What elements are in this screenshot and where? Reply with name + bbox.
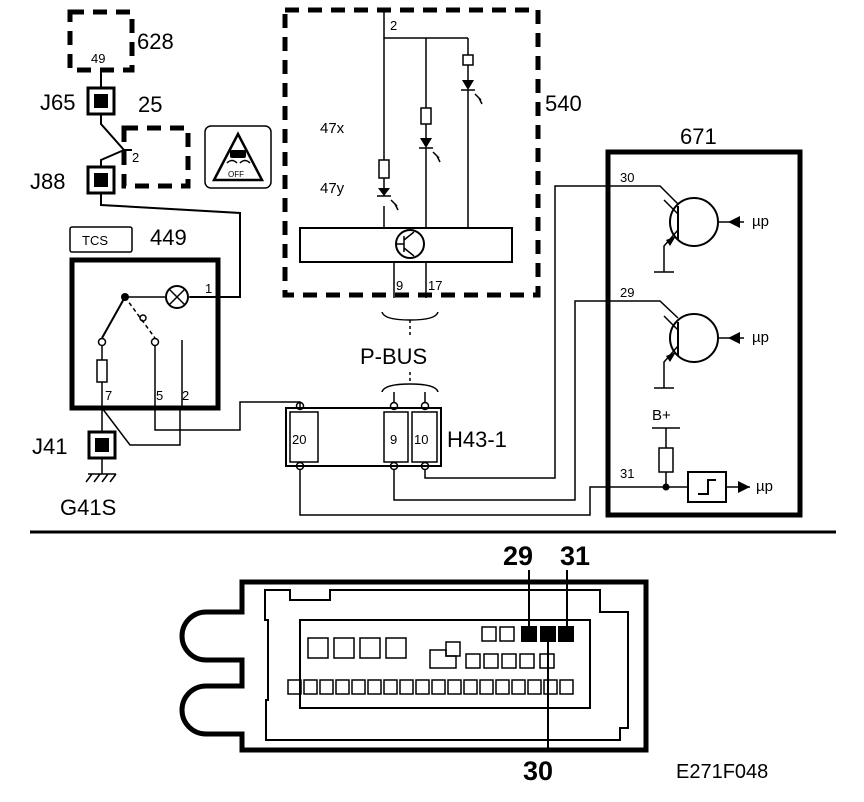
led-47y-label: 47y xyxy=(320,180,345,197)
pin-9-h43-label: 9 xyxy=(390,432,397,447)
pbus-bundle: P-BUS xyxy=(360,311,439,393)
pin-49-label: 49 xyxy=(91,51,105,66)
pin-31-671-label: 31 xyxy=(620,466,634,481)
tcs-label-box: TCS xyxy=(69,226,133,253)
led-47x-label: 47x xyxy=(320,120,345,137)
component-540-label: 540 xyxy=(545,91,582,116)
up-3-label: µp xyxy=(756,478,773,495)
tcs-label: TCS xyxy=(82,233,108,248)
connector-pin-29-label: 29 xyxy=(503,541,533,571)
pin-2-540-label: 2 xyxy=(390,18,397,33)
bplus-label: B+ xyxy=(652,407,671,424)
component-540: 540 2 47x 47y 9 17 xyxy=(282,7,582,298)
pin-1-449-label: 1 xyxy=(205,281,212,296)
component-671-label: 671 xyxy=(680,124,717,149)
connector-j65-label: J65 xyxy=(40,90,75,115)
component-449-label: 449 xyxy=(150,225,187,250)
component-671: 671 30 29 31 µp µp B+ µp xyxy=(605,124,803,518)
connector-j41: J41 xyxy=(32,430,117,460)
pbus-label: P-BUS xyxy=(360,344,427,369)
ground-g41s: G41S xyxy=(60,458,117,520)
pin-20-label: 20 xyxy=(292,432,306,447)
pin-17-540-label: 17 xyxy=(428,278,442,293)
component-628-label: 628 xyxy=(137,29,174,54)
component-628: 628 49 xyxy=(67,9,174,73)
component-449: 449 1 7 5 2 xyxy=(69,225,221,411)
connector-h43-1-label: H43-1 xyxy=(447,427,507,452)
ecu-connector-view: 29 31 30 xyxy=(179,541,649,786)
pin-9-540-label: 9 xyxy=(396,278,403,293)
pin-2-25-label: 2 xyxy=(132,150,139,165)
connector-j41-label: J41 xyxy=(32,434,67,459)
pin-7-449-label: 7 xyxy=(105,388,112,403)
connector-h43-1: 20 9 10 H43-1 xyxy=(285,401,507,471)
tcs-off-icon: OFF xyxy=(204,125,272,189)
ground-g41s-label: G41S xyxy=(60,495,116,520)
connector-j88-label: J88 xyxy=(30,169,65,194)
pin-2-449-label: 2 xyxy=(182,388,189,403)
pin-10-h43-label: 10 xyxy=(414,432,428,447)
component-25-label: 25 xyxy=(138,92,162,117)
pin-5-449-label: 5 xyxy=(156,388,163,403)
connector-j88: J88 xyxy=(30,165,116,195)
up-1-label: µp xyxy=(752,213,769,230)
up-2-label: µp xyxy=(752,329,769,346)
tcs-off-icon-label: OFF xyxy=(228,170,244,179)
component-25: 25 2 xyxy=(121,92,191,189)
connector-j65: J65 xyxy=(40,86,116,116)
connector-pin-30-label: 30 xyxy=(523,756,553,786)
pin-29-671-label: 29 xyxy=(620,285,634,300)
pin-30-671-label: 30 xyxy=(620,170,634,185)
figure-code: E271F048 xyxy=(676,761,768,783)
connector-pin-31-label: 31 xyxy=(560,541,590,571)
